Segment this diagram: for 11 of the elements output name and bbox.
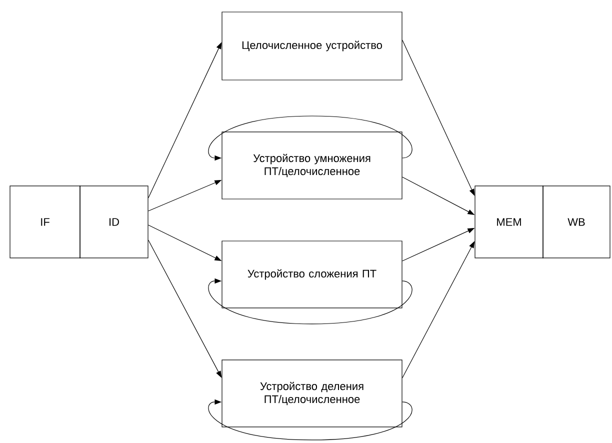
unit-box: Устройство сложения ПТ: [222, 240, 402, 308]
unit-box: Устройство деления ПТ/целочисленное: [222, 360, 402, 428]
stage-box: WB: [542, 186, 610, 258]
arrow: [402, 241, 475, 378]
stage-box: MEM: [474, 186, 544, 258]
loop-arrow: [208, 399, 412, 440]
unit-box: Целочисленное устройство: [222, 12, 402, 80]
loop-arrow: [208, 278, 412, 324]
unit-box: Устройство умножения ПТ/целочисленное: [222, 132, 402, 200]
stage-box: ID: [80, 186, 148, 258]
stage-box: IF: [10, 186, 80, 258]
